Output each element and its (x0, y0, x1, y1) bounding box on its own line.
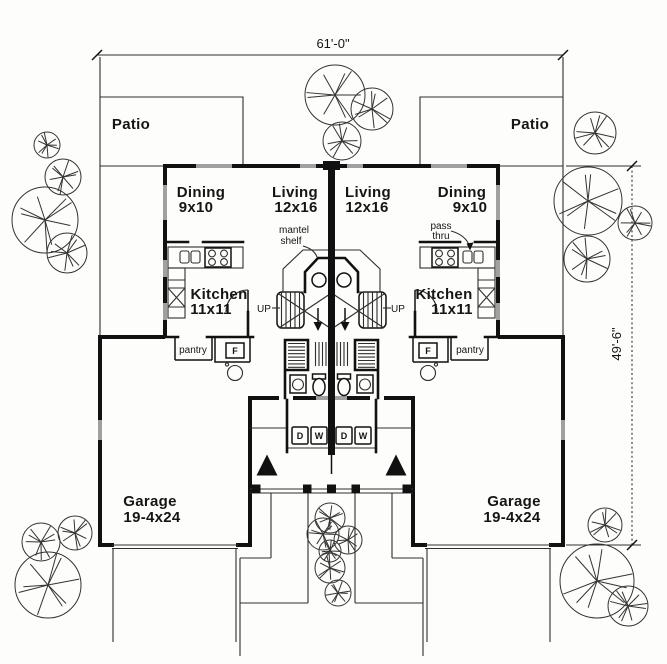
party-wall (323, 161, 340, 474)
pantry-right-label: pantry (456, 345, 484, 356)
height-dimension-label: 49'-6" (609, 327, 624, 361)
washer-left-label: W (315, 431, 324, 441)
right-unit (325, 95, 565, 658)
patio-right-label: Patio (511, 116, 549, 133)
washer-right-label: W (359, 431, 368, 441)
tree-icon (57, 515, 93, 551)
pass-thru-label-line1: pass (430, 221, 451, 232)
trees (11, 64, 653, 627)
dining-right-label: Dining (438, 184, 486, 201)
tree-icon (33, 131, 61, 159)
plan-labels: 61'-0" 49'-6" Patio Patio Dining 9x10 Li… (112, 36, 624, 526)
furnace-left-label: F (232, 346, 238, 356)
garage-left-label: Garage (123, 493, 177, 510)
tree-icon (46, 232, 88, 274)
tree-icon (607, 585, 649, 627)
tree-icon (314, 552, 346, 584)
tree-icon (11, 186, 79, 254)
up-right-label: UP (391, 304, 405, 315)
tree-icon (314, 502, 346, 534)
dining-right-size: 9x10 (453, 199, 488, 216)
tree-icon (333, 525, 363, 555)
tree-icon (304, 64, 366, 126)
dining-left-size: 9x10 (179, 199, 214, 216)
tree-icon (14, 551, 82, 619)
dining-left-label: Dining (177, 184, 225, 201)
garage-right-label: Garage (487, 493, 541, 510)
tree-icon (587, 507, 623, 543)
width-dimension-label: 61'-0" (316, 36, 350, 51)
tree-icon (324, 579, 352, 607)
dimension-lines (91, 49, 641, 551)
dryer-right-label: D (341, 431, 348, 441)
left-unit (98, 95, 338, 658)
living-left-label: Living (272, 184, 318, 201)
tree-icon (563, 235, 611, 283)
tree-icon (322, 121, 362, 161)
dryer-left-label: D (297, 431, 304, 441)
tree-icon (306, 517, 340, 551)
kitchen-right-size: 11x11 (431, 301, 473, 318)
tree-icon (318, 539, 342, 563)
kitchen-left-label: Kitchen (190, 286, 247, 303)
tree-icon (573, 111, 617, 155)
tree-icon (617, 205, 653, 241)
kitchen-right-label: Kitchen (415, 286, 472, 303)
tree-icon (44, 158, 82, 196)
pantry-left-label: pantry (179, 345, 207, 356)
patio-left-label: Patio (112, 116, 150, 133)
living-right-size: 12x16 (345, 199, 388, 216)
furnace-right-label: F (425, 346, 431, 356)
garage-left-size: 19-4x24 (123, 509, 181, 526)
mantel-shelf-label-line1: mantel (279, 225, 309, 236)
living-left-size: 12x16 (274, 199, 317, 216)
kitchen-left-size: 11x11 (190, 301, 232, 318)
tree-icon (21, 522, 61, 562)
tree-icon (553, 166, 623, 236)
mantel-shelf-label-line2: shelf (280, 236, 301, 247)
garage-right-size: 19-4x24 (483, 509, 541, 526)
tree-icon (559, 543, 635, 619)
leader-lines (302, 230, 474, 258)
up-left-label: UP (257, 304, 271, 315)
living-right-label: Living (345, 184, 391, 201)
pass-thru-label-line2: thru (432, 231, 449, 242)
tree-icon (350, 87, 394, 131)
